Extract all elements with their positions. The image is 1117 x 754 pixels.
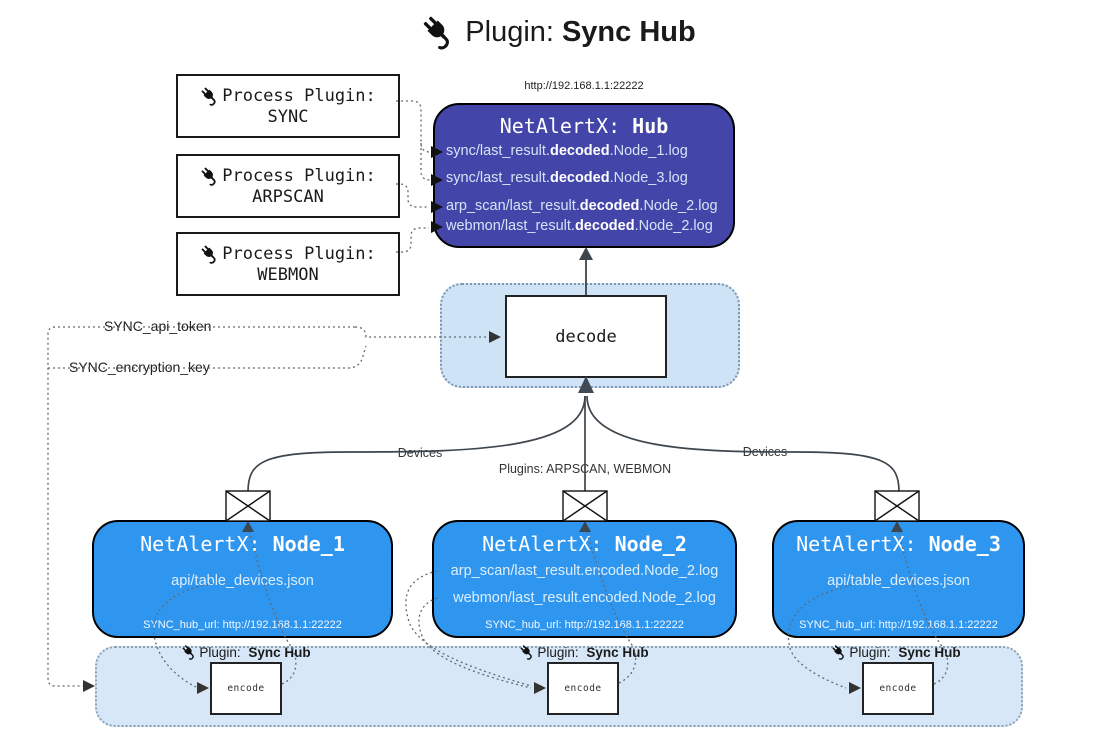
process-plugin-box-arpscan: Process Plugin: ARPSCAN <box>176 154 400 218</box>
band-plugin-label-2: Plugin: Sync Hub <box>519 644 649 660</box>
node-title: NetAlertX: Node_1 <box>140 532 345 556</box>
plug-icon <box>421 14 457 50</box>
envelope-icon <box>225 490 920 522</box>
node-box-1: NetAlertX: Node_1 api/table_devices.json… <box>92 520 393 638</box>
page-title-name: Sync Hub <box>561 15 696 48</box>
encode-box-1: encode <box>210 662 282 715</box>
plug-icon <box>200 166 220 186</box>
hub-log-line: arp_scan/last_result.decoded.Node_2.log <box>446 198 718 214</box>
node-box-3: NetAlertX: Node_3 api/table_devices.json… <box>772 520 1025 638</box>
plug-icon <box>519 644 535 660</box>
process-plugin-name: ARPSCAN <box>252 186 324 207</box>
node-title: NetAlertX: Node_2 <box>482 532 687 556</box>
process-plugin-label: Process Plugin: <box>222 165 376 186</box>
process-plugin-label: Process Plugin: <box>222 85 376 106</box>
band-plugin-label-3: Plugin: Sync Hub <box>831 644 961 660</box>
hub-log-line: sync/last_result.decoded.Node_1.log <box>446 143 688 159</box>
plug-icon <box>181 644 197 660</box>
node-hub-url: SYNC_hub_url: http://192.168.1.1:22222 <box>485 619 684 631</box>
node-hub-url: SYNC_hub_url: http://192.168.1.1:22222 <box>143 619 342 631</box>
node-line: api/table_devices.json <box>171 573 314 589</box>
decode-box: decode <box>505 295 667 378</box>
node-box-2: NetAlertX: Node_2 arp_scan/last_result.e… <box>432 520 737 638</box>
process-plugin-label: Process Plugin: <box>222 243 376 264</box>
devices-label-left: Devices <box>394 446 446 460</box>
hub-box: NetAlertX: Hub sync/last_result.decoded.… <box>433 103 735 248</box>
hub-url-label: http://192.168.1.1:22222 <box>524 80 644 92</box>
encode-box-3: encode <box>862 662 934 715</box>
band-plugin-label-1: Plugin: Sync Hub <box>181 644 311 660</box>
hub-title: NetAlertX: Hub <box>499 114 669 138</box>
process-plugin-name: WEBMON <box>257 264 319 285</box>
sync-api-token-label: SYNC_api_token <box>101 318 215 334</box>
arrow-into-encode-panel <box>83 680 95 692</box>
sync-encryption-key-label: SYNC_encryption_key <box>66 359 213 375</box>
process-plugin-box-webmon: Process Plugin: WEBMON <box>176 232 400 296</box>
hub-log-line: sync/last_result.decoded.Node_3.log <box>446 170 688 186</box>
node-title: NetAlertX: Node_3 <box>796 532 1001 556</box>
plug-icon <box>200 86 220 106</box>
plugins-edge-label: Plugins: ARPSCAN, WEBMON <box>495 462 675 476</box>
page-title-prefix: Plugin: <box>465 15 554 48</box>
process-plugin-name: SYNC <box>267 106 309 127</box>
node-line: api/table_devices.json <box>827 573 970 589</box>
process-plugin-box-sync: Process Plugin: SYNC <box>176 74 400 138</box>
hub-log-line: webmon/last_result.decoded.Node_2.log <box>446 218 713 234</box>
encode-box-2: encode <box>547 662 619 715</box>
node-hub-url: SYNC_hub_url: http://192.168.1.1:22222 <box>799 619 998 631</box>
plug-icon <box>200 244 220 264</box>
node-line: webmon/last_result.encoded.Node_2.log <box>453 590 716 606</box>
plug-icon <box>831 644 847 660</box>
node-line: arp_scan/last_result.encoded.Node_2.log <box>450 563 719 579</box>
page-title: Plugin: Sync Hub <box>0 14 1117 50</box>
devices-label-right: Devices <box>739 445 791 459</box>
arrow-up-to-hub <box>579 247 593 260</box>
